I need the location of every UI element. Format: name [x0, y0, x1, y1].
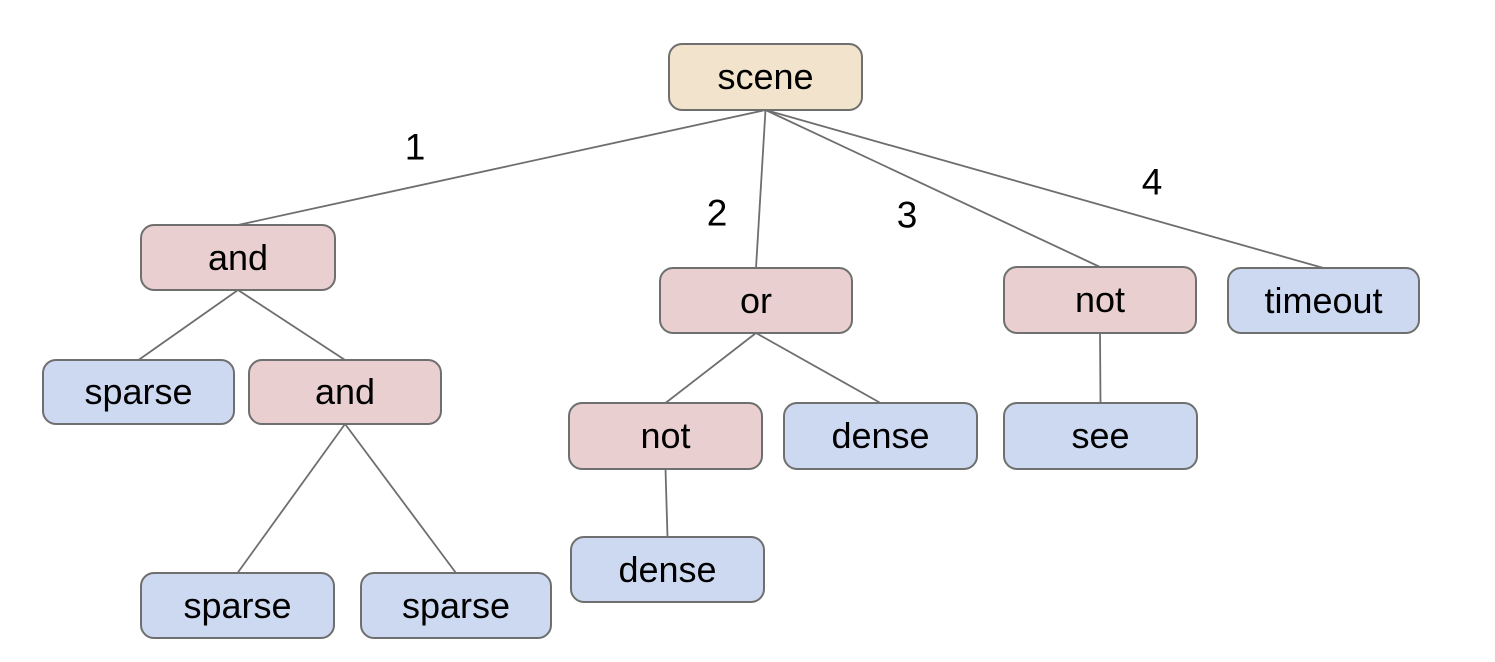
edge-not1-see1 [1099, 332, 1102, 404]
node-sparse2: sparse [140, 572, 335, 639]
node-see1: see [1003, 402, 1198, 470]
edge-and2-sparse3 [344, 423, 457, 574]
edge-label-2: 2 [706, 192, 728, 234]
node-not2: not [568, 402, 763, 470]
edge-and1-sparse1 [137, 289, 239, 361]
node-timeout1: timeout [1227, 267, 1420, 334]
edge-or1-not2 [664, 332, 757, 404]
node-sparse3: sparse [360, 572, 552, 639]
node-scene: scene [668, 43, 863, 111]
node-and2: and [248, 359, 442, 425]
edge-label-4: 4 [1141, 161, 1163, 203]
node-sparse1: sparse [42, 359, 235, 425]
edge-label-3: 3 [896, 194, 918, 236]
node-or1: or [659, 267, 853, 334]
node-dense2: dense [570, 536, 765, 603]
edge-scene-timeout1 [765, 109, 1324, 269]
node-dense1: dense [783, 402, 978, 470]
edge-scene-and1 [237, 109, 766, 226]
edge-not2-dense2 [664, 468, 669, 538]
node-and1: and [140, 224, 336, 291]
edge-label-1: 1 [404, 126, 426, 168]
edge-and1-and2 [237, 289, 346, 361]
edge-scene-or1 [755, 109, 767, 269]
edge-or1-dense1 [755, 332, 881, 404]
edge-and2-sparse2 [236, 423, 346, 574]
node-not1: not [1003, 266, 1197, 334]
edge-scene-not1 [765, 109, 1101, 268]
